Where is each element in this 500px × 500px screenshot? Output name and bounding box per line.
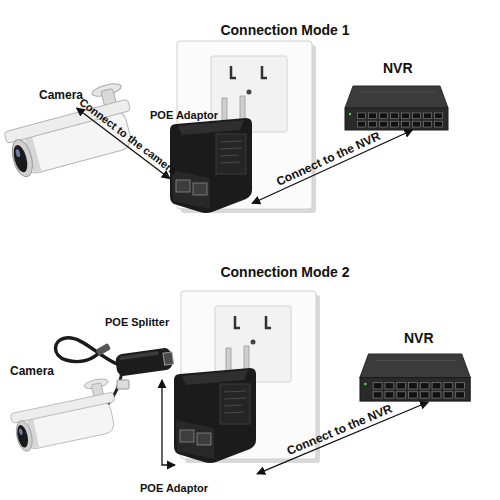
device-label: Camera [39,89,83,102]
poe-splitter-node: POE Splitter [114,346,176,380]
connection-label: Connect to the NVR [275,130,382,188]
device-label: Camera [10,365,54,378]
splitter-body [115,347,174,377]
rj45-plug [117,380,129,389]
device-label: POE Adaptor [150,109,218,121]
nvr-device [360,354,470,401]
poe-splitter [115,347,175,377]
connection-label: Connect to the camera [77,97,178,177]
nvr-node: NVR [345,84,448,130]
connection-arrow [257,402,428,474]
device-label: POE Splitter [105,316,169,328]
barrel-plug [95,343,111,356]
device-label: NVR [404,331,434,346]
camera-node: Camera [15,385,115,460]
connection-arrow [252,130,413,203]
splitter-highlight [119,351,159,361]
splitter-port [163,352,174,365]
nvr-node: NVR [360,352,470,402]
section-heading: Connection Mode 2 [220,264,349,280]
poe-adaptor-node: POE Adaptor [170,120,252,230]
section-heading: Connection Mode 1 [220,22,349,38]
connection-label: Connect to the NVR [285,402,394,457]
device-label: POE Adaptor [140,482,208,494]
outlet-adaptor [174,291,320,463]
nvr-device [345,86,448,130]
poe-adaptor-node: POE Adaptor [175,372,257,492]
dc-cable [56,338,118,364]
device-label: NVR [383,61,413,76]
bullet-camera [7,377,121,453]
connection-arrow [162,380,175,465]
outlet-adaptor [170,41,316,213]
